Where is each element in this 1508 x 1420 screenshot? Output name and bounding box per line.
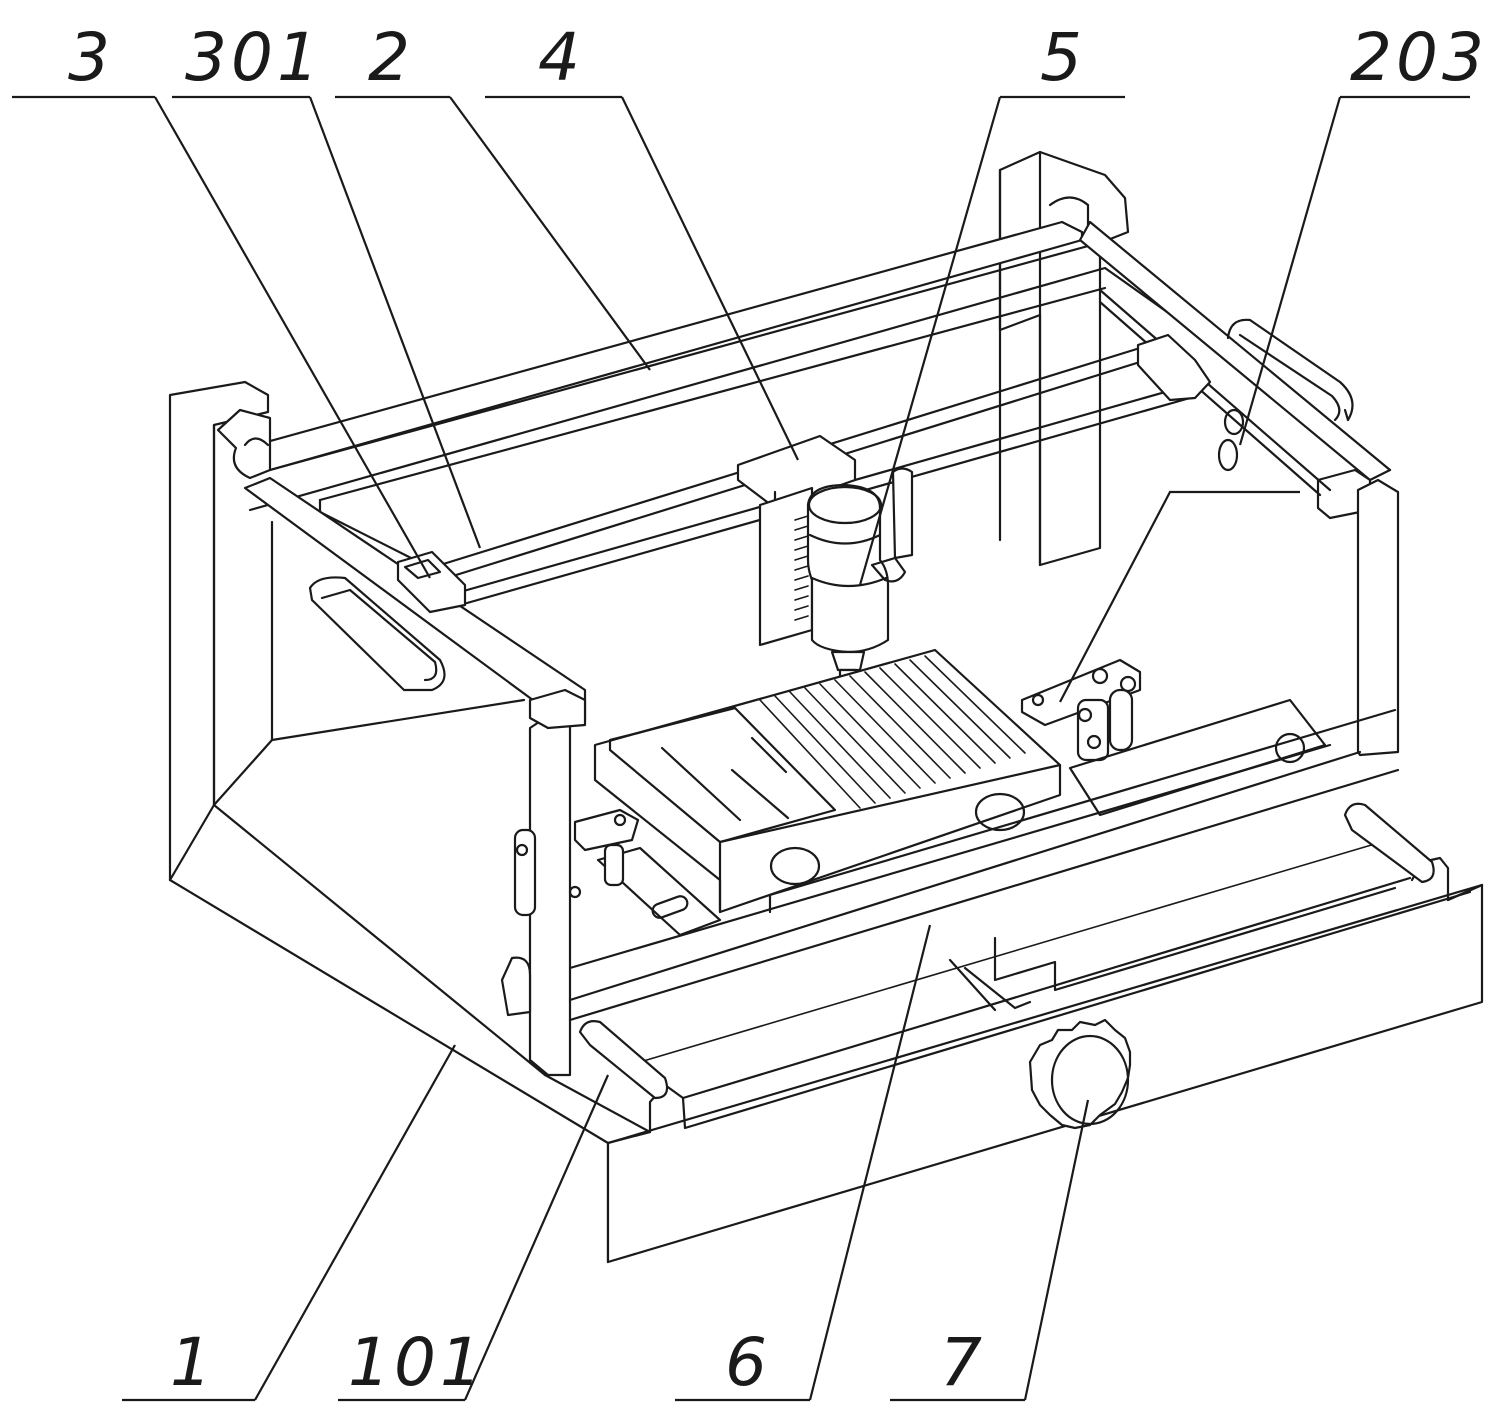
- callout-2: 2: [368, 19, 414, 96]
- front-rod-right: [1343, 802, 1435, 884]
- front-frame: [528, 478, 1400, 1077]
- left-rail: [243, 476, 587, 722]
- front-rod-left: [578, 1020, 669, 1100]
- right-rail: [1078, 220, 1392, 482]
- callout-203: 203: [1350, 19, 1488, 96]
- leaders: [12, 95, 1470, 1402]
- callout-labels: 3 301 2 4 5 203 1 101 6 7: [68, 19, 1488, 1401]
- knob: [1028, 1018, 1132, 1130]
- top-frame: [216, 220, 1392, 722]
- handles: [308, 318, 1354, 692]
- spindle-carriage: [736, 434, 914, 730]
- callout-101: 101: [348, 1324, 486, 1401]
- device-body: [593, 648, 1062, 914]
- callout-4: 4: [538, 19, 584, 96]
- clamps: [500, 658, 1327, 1017]
- spindle-motor: [806, 483, 890, 654]
- callout-301: 301: [185, 19, 323, 96]
- callout-6: 6: [725, 1324, 771, 1401]
- callout-3: 3: [68, 19, 114, 96]
- right-slider: [1136, 333, 1212, 402]
- left-slider: [396, 550, 467, 614]
- callout-1: 1: [170, 1324, 216, 1401]
- right-clamp: [1020, 658, 1142, 727]
- callout-7: 7: [940, 1324, 986, 1401]
- workpiece: [593, 648, 1062, 937]
- callout-5: 5: [1040, 19, 1086, 96]
- front-trough: [578, 708, 1435, 1100]
- left-clamp: [573, 808, 640, 852]
